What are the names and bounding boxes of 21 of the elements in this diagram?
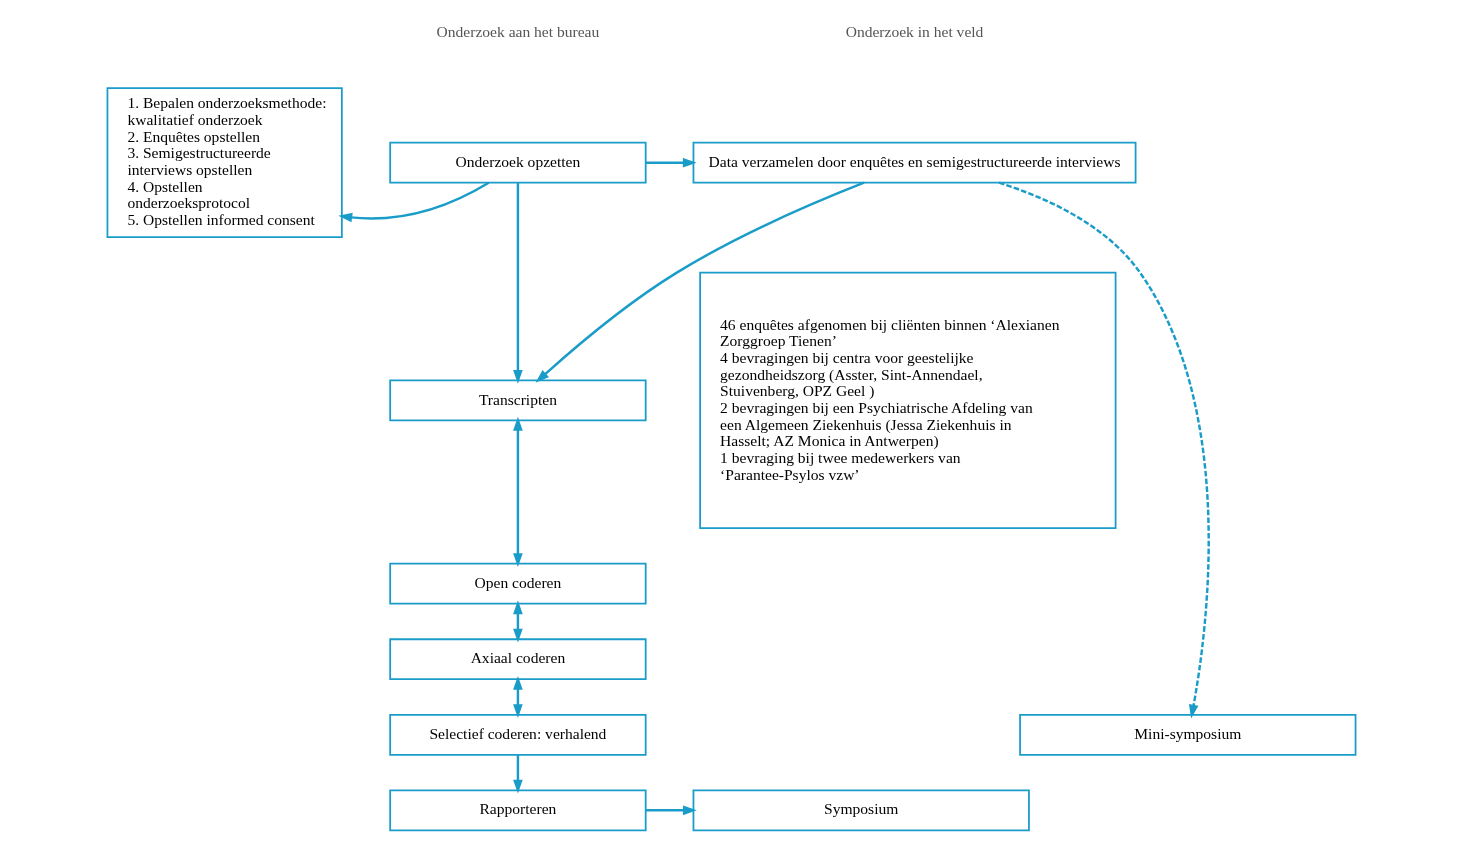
node-box: Symposium xyxy=(692,789,1030,832)
arrow xyxy=(513,755,523,794)
node-box: Data verzamelen door enquêtes en semigestructureerde interviews xyxy=(692,141,1137,184)
node-box: Rapporteren xyxy=(389,789,647,832)
arrow xyxy=(998,181,1210,719)
node-box: Onderzoek opzetten xyxy=(389,141,647,184)
node-box: Selectief coderen: verhalend xyxy=(389,713,647,756)
arrow xyxy=(646,805,697,816)
node-box: Axiaal coderen xyxy=(389,638,647,681)
node-box: 1. Bepalen onderzoeksmethode: kwalitatief onderzoek 2. Enquêtes opstellen 3. Semigestructureerde interviews opstellen 4. Opstellen onderzoeksprotocol 5. Opstellen informed consent xyxy=(106,87,343,238)
arrow xyxy=(535,181,865,383)
node-box: Transcripten xyxy=(389,379,647,422)
arrow xyxy=(338,181,490,223)
node-box: Mini-symposium xyxy=(1019,713,1357,756)
label: Onderzoek in het veld xyxy=(845,22,984,40)
node-box: 46 enquêtes afgenomen bij cliënten binnen ‘Alexianen Zorggroep Tienen’ 4 bevragingen bij centra voor geestelijke gezondheidszorg (Asster, Sint-Annendael, Stuivenberg, OPZ Geel ) 2 bevragingen bij een Psychiatrische Afdeling van een Algemeen Ziekenhuis (Jessa Ziekenhuis in Hasselt; AZ Monica in Antwerpen) 1 bevraging bij twee medewerkers van ‘Parantee-Psylos vzw’ xyxy=(699,271,1117,530)
node-box: Open coderen xyxy=(389,562,647,605)
arrow xyxy=(645,157,697,168)
arrow xyxy=(513,416,523,567)
arrow xyxy=(513,183,523,384)
label: Onderzoek aan het bureau xyxy=(436,22,600,40)
